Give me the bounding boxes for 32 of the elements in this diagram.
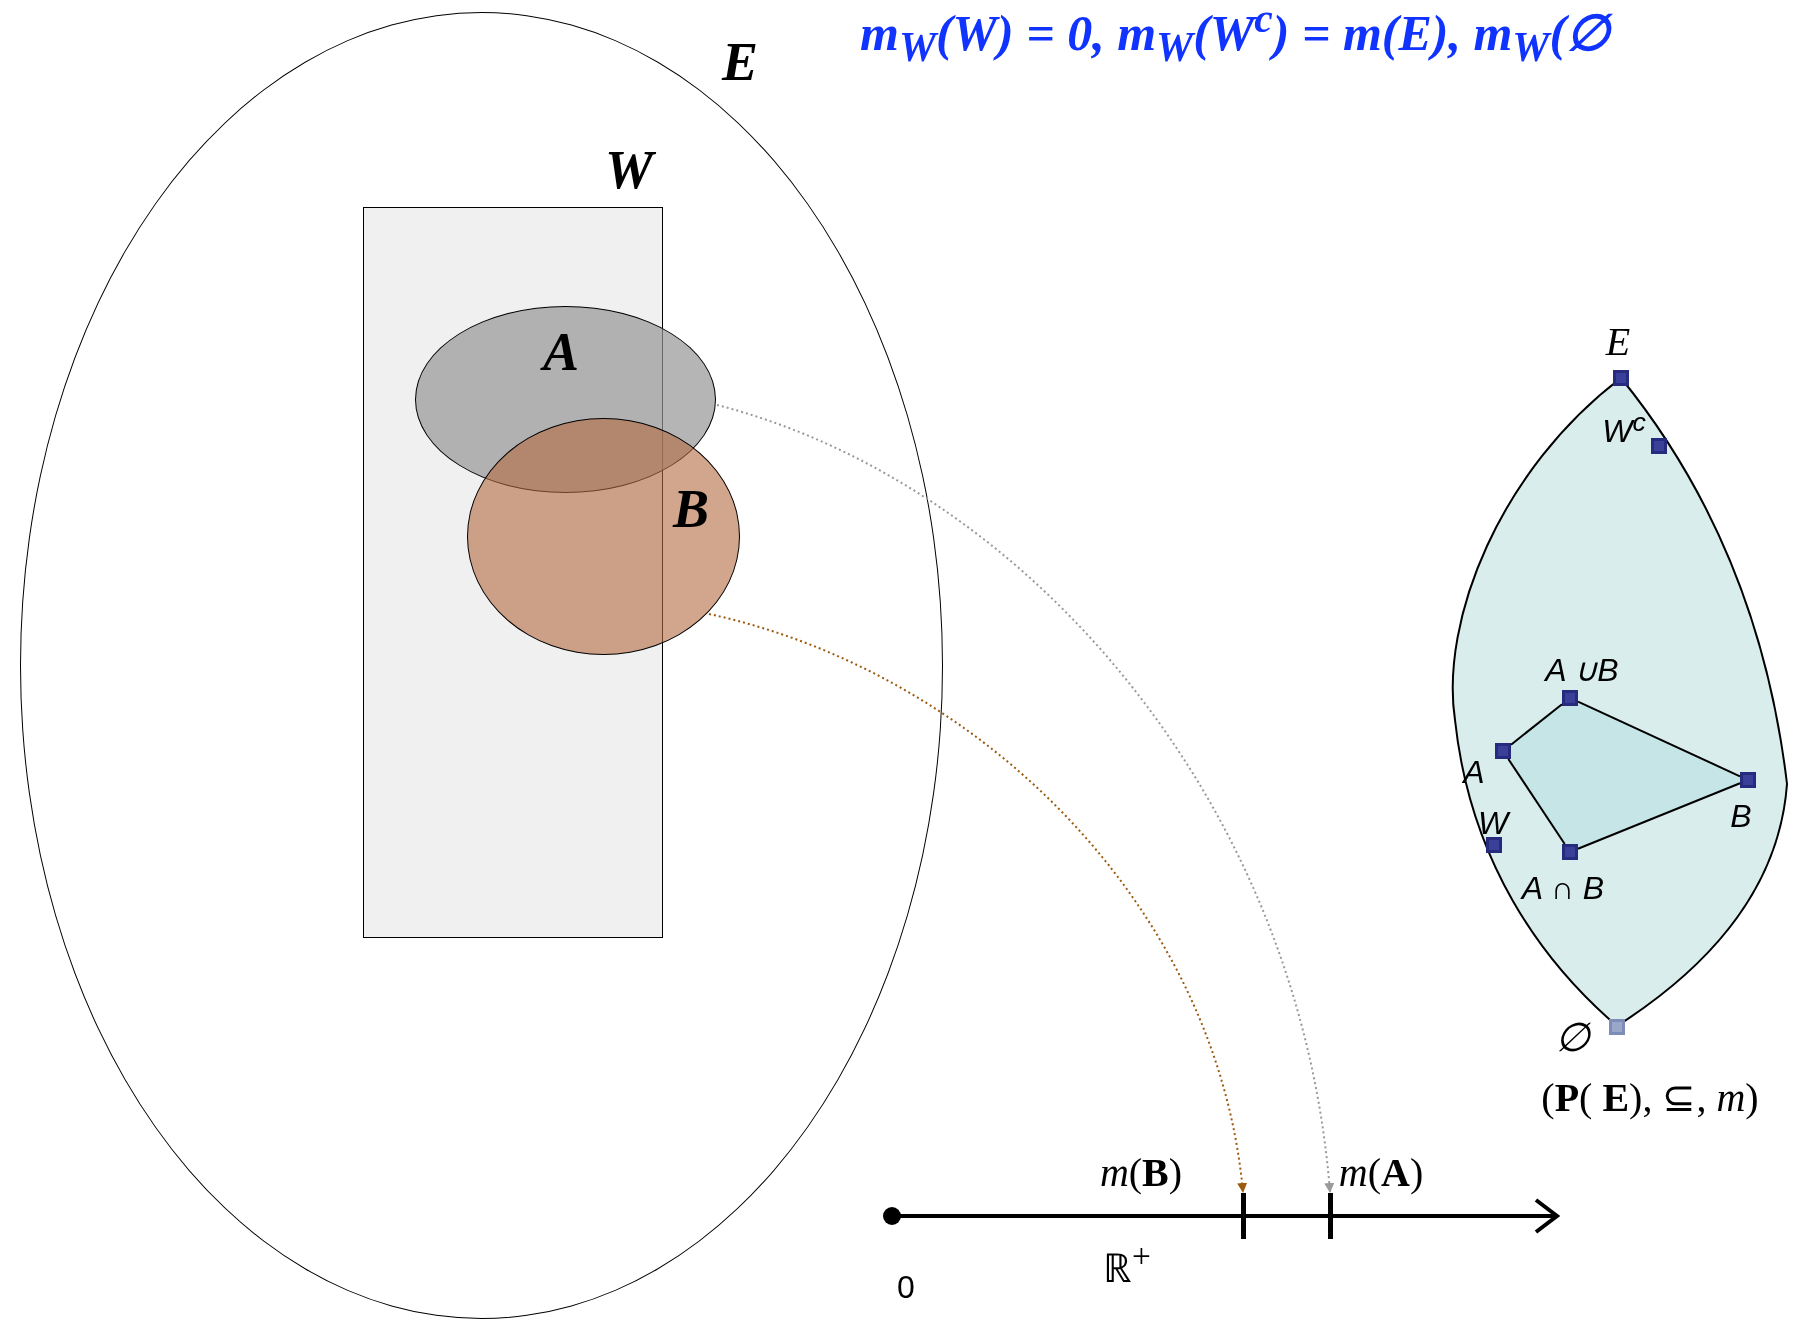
- point-marker: [1740, 772, 1756, 788]
- point-marker: [1486, 837, 1502, 853]
- point-label: E: [1605, 322, 1631, 362]
- point-label: A: [1463, 756, 1485, 788]
- point-label: A ∩ B: [1521, 872, 1605, 904]
- point-label: W: [1477, 807, 1509, 839]
- point-marker: [1651, 438, 1667, 454]
- set-label: B: [673, 482, 709, 536]
- set-label: E: [722, 35, 758, 89]
- axis-set-label: ℝ$^{+}$: [1103, 1239, 1151, 1289]
- point-label: ∅: [1554, 1018, 1590, 1058]
- point-label: B: [1730, 800, 1752, 832]
- point-marker: [1562, 844, 1578, 860]
- point-marker: [1613, 370, 1629, 386]
- connector-line: [1577, 782, 1741, 850]
- point-marker: [1609, 1019, 1625, 1035]
- connector-line: [1510, 703, 1563, 746]
- point-label: A ∪B: [1545, 654, 1619, 686]
- value-label: m(A): [1338, 1153, 1424, 1193]
- lattice-caption: (P( E), ⊆, m): [1541, 1078, 1759, 1118]
- tick-mark: [1240, 1193, 1246, 1239]
- tick-mark: [1327, 1193, 1333, 1239]
- mapping-arrow: [708, 613, 1247, 1193]
- point-label: W$^{c}$: [1602, 408, 1646, 448]
- mapping-arrow: [716, 404, 1334, 1193]
- connector-line: [1507, 758, 1566, 845]
- axis-origin-label: 0: [897, 1271, 915, 1303]
- connector-line: [1577, 700, 1741, 778]
- formula-title: m$_{W}$(W) = 0, m$_{W}$(W$^{c}$) = m(E), m$_{W}$(∅: [860, 0, 1611, 69]
- point-marker: [1562, 690, 1578, 706]
- value-label: m(B): [1099, 1153, 1183, 1193]
- point-marker: [1495, 743, 1511, 759]
